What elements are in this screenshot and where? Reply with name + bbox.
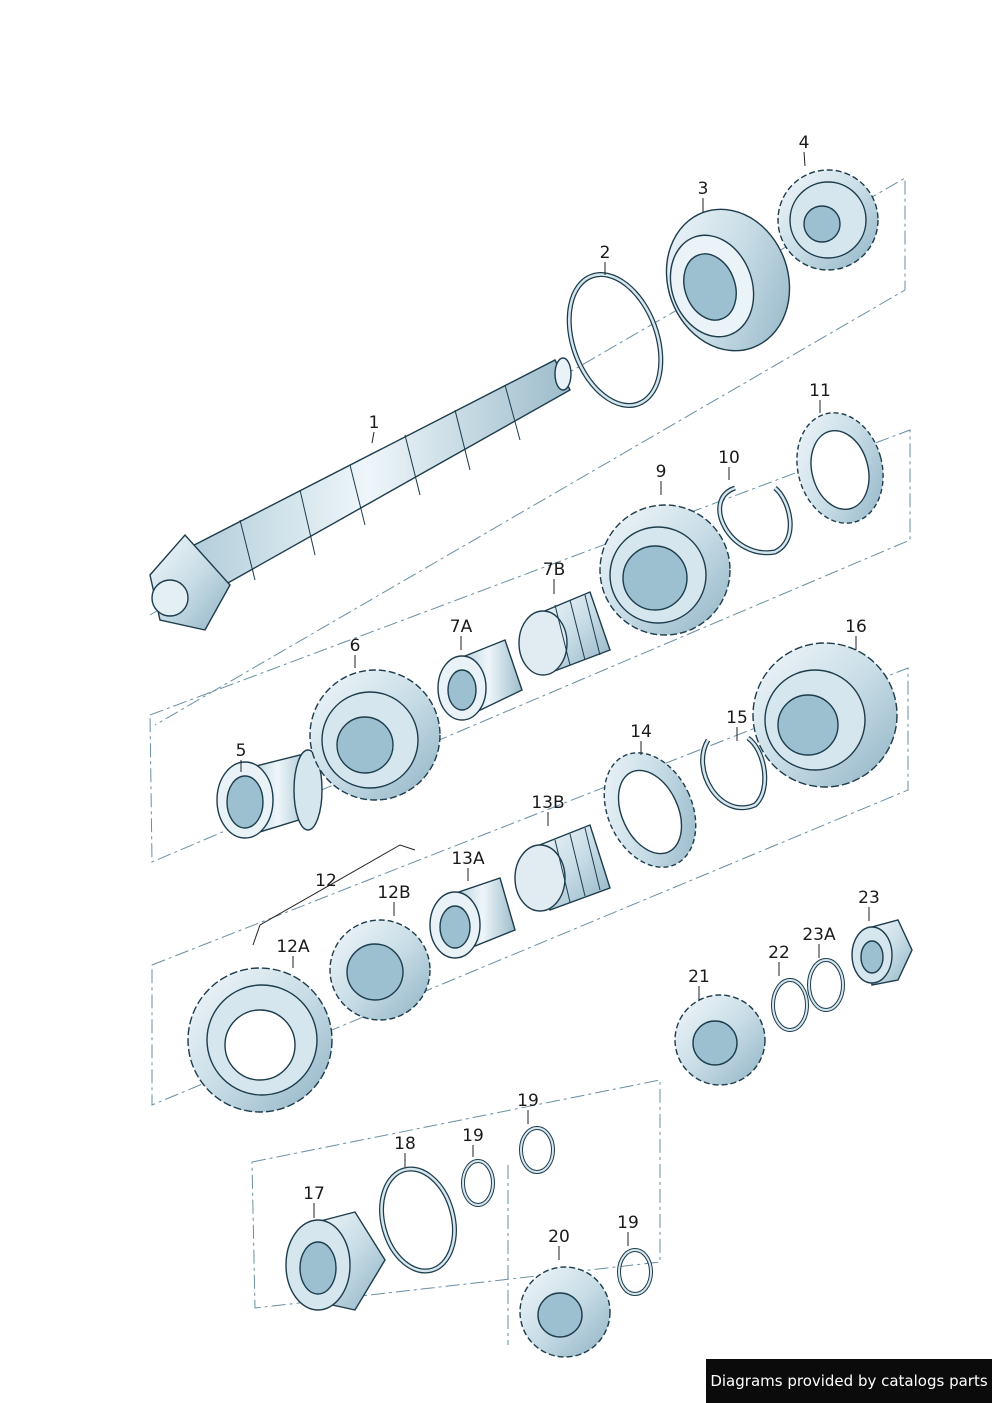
part-7a-sleeve <box>437 639 523 721</box>
part-19-circlip-a <box>461 1159 495 1207</box>
callout-22: 22 <box>768 943 790 963</box>
part-14-synchro-ring <box>603 752 697 868</box>
part-2-snap-ring <box>566 272 664 408</box>
callout-4: 4 <box>799 133 810 153</box>
part-10-circlip <box>717 485 793 556</box>
callout-23: 23 <box>858 888 880 908</box>
callout-19-a: 19 <box>462 1126 484 1146</box>
callout-labels: 1 2 3 4 5 6 7A 7B 9 10 11 12 12A 12B 13A… <box>236 133 880 1247</box>
part-5-bushing <box>216 749 323 839</box>
part-12b-synchro-hub <box>329 919 431 1021</box>
part-6-gear <box>309 669 441 801</box>
callout-20: 20 <box>548 1227 570 1247</box>
part-17-bearing <box>285 1211 386 1311</box>
part-9-gear <box>599 504 731 636</box>
callout-17: 17 <box>303 1184 325 1204</box>
callout-14: 14 <box>630 722 652 742</box>
part-15-circlip <box>700 735 768 810</box>
part-23a-circlip <box>807 958 845 1012</box>
part-18-snap-ring <box>379 1166 457 1274</box>
callout-12a: 12A <box>276 937 310 957</box>
part-13b-needle-bearing <box>514 824 611 912</box>
part-23-bearing <box>851 919 913 986</box>
callout-3: 3 <box>698 179 709 199</box>
callout-5: 5 <box>236 741 247 761</box>
part-12a-gear <box>187 967 333 1113</box>
callout-19-c: 19 <box>617 1213 639 1233</box>
callout-10: 10 <box>718 448 740 468</box>
footer-credit-text: Diagrams provided by catalogs parts <box>710 1372 988 1390</box>
part-20-gear <box>519 1266 611 1358</box>
part-19-circlip-c <box>617 1248 653 1296</box>
part-3-bearing <box>665 208 791 352</box>
callout-18: 18 <box>394 1134 416 1154</box>
callout-23a: 23A <box>802 925 836 945</box>
callout-13a: 13A <box>451 849 485 869</box>
callout-leaders <box>240 151 870 1260</box>
callout-12b: 12B <box>377 883 410 903</box>
callout-6: 6 <box>350 636 361 656</box>
part-4-gear <box>777 169 879 271</box>
callout-1: 1 <box>369 413 380 433</box>
part-16-gear <box>752 642 898 788</box>
part-22-circlip <box>771 978 809 1032</box>
part-11-synchro-ring <box>796 412 884 524</box>
callout-2: 2 <box>600 243 611 263</box>
callout-12: 12 <box>315 871 337 891</box>
footer-credit-badge: Diagrams provided by catalogs parts <box>706 1359 992 1403</box>
callout-21: 21 <box>688 967 710 987</box>
part-1-main-shaft <box>149 357 572 631</box>
callout-7b: 7B <box>543 560 565 580</box>
callout-9: 9 <box>656 462 667 482</box>
part-7b-needle-bearing <box>518 591 611 676</box>
part-21-gear <box>674 994 766 1086</box>
callout-19-b: 19 <box>517 1091 539 1111</box>
callout-13b: 13B <box>531 793 564 813</box>
part-19-circlip-b <box>519 1126 555 1174</box>
part-12-group-bracket <box>252 844 416 946</box>
callout-15: 15 <box>726 708 748 728</box>
callout-16: 16 <box>845 617 867 637</box>
callout-7a: 7A <box>450 617 473 637</box>
callout-11: 11 <box>809 381 831 401</box>
part-13a-sleeve <box>429 877 516 959</box>
